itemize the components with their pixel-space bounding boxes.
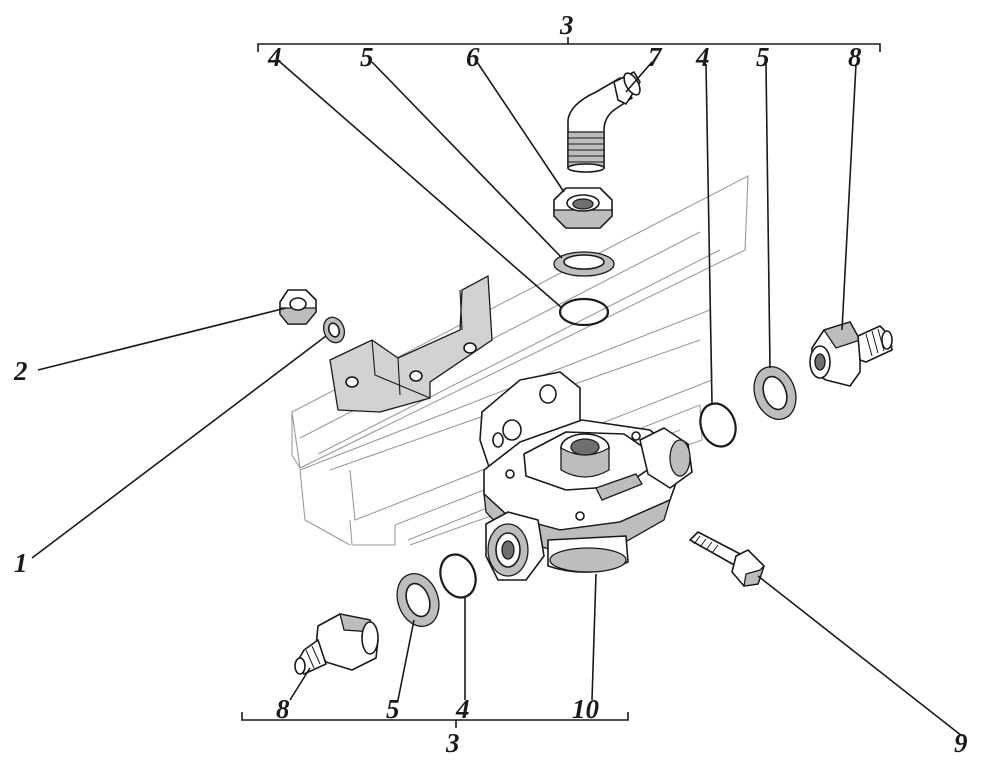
- part-labels: 3 4 5 6 7 4 5 8 2 1 8 5 4 10 3 9: [13, 10, 968, 758]
- label-union-8-right: 8: [848, 42, 862, 72]
- label-elbow-7: 7: [648, 42, 663, 72]
- hex-nut-6: [553, 187, 613, 229]
- label-bottom-group-3: 3: [445, 728, 460, 758]
- union-fitting-8-right: [809, 321, 893, 387]
- label-washer-5-bottom: 5: [386, 694, 400, 724]
- label-seal-4-bottom: 4: [455, 694, 470, 724]
- washer-5-top: [553, 251, 615, 277]
- valve-body-10: [479, 371, 693, 581]
- seal-ring-4-right: [699, 402, 737, 448]
- bolt-9: [689, 531, 765, 587]
- label-washer-5-right: 5: [756, 42, 770, 72]
- label-bolt-9: 9: [954, 728, 968, 758]
- label-top-group-3: 3: [559, 10, 574, 40]
- label-valve-body-10: 10: [572, 694, 600, 724]
- label-washer-5-top: 5: [360, 42, 374, 72]
- label-seal-4-right: 4: [695, 42, 710, 72]
- leader-lines: [31, 61, 963, 737]
- washer-5-right: [753, 366, 797, 420]
- seal-ring-4-bottom: [439, 553, 477, 599]
- label-seal-4-top: 4: [267, 42, 282, 72]
- bottom-group-bracket: [241, 712, 629, 728]
- union-fitting-8-bottom: [294, 613, 379, 675]
- washer-5-bottom: [396, 573, 440, 627]
- label-nut-6: 6: [466, 42, 480, 72]
- label-washer-1: 1: [14, 548, 28, 578]
- label-nut-2: 2: [13, 356, 28, 386]
- washer-1: [322, 316, 346, 344]
- seal-ring-4-top: [558, 297, 610, 327]
- top-group-bracket: [257, 37, 881, 52]
- mounting-bracket: [329, 274, 493, 413]
- hex-nut-2: [279, 289, 317, 325]
- label-union-8-bottom: 8: [276, 694, 290, 724]
